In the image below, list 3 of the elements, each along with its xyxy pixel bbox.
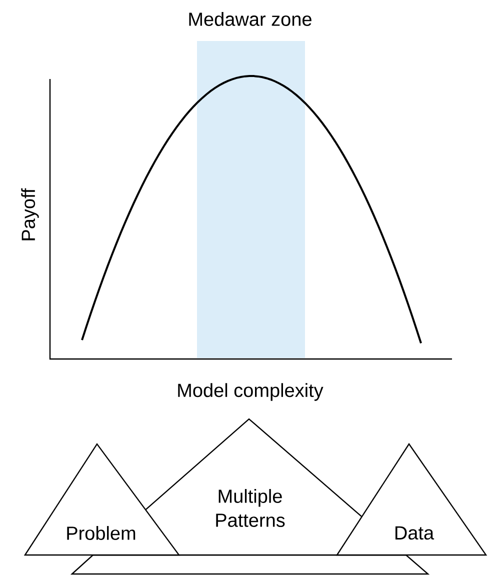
title: Medawar zone bbox=[189, 12, 312, 26]
axis-label: Model complexity bbox=[178, 383, 324, 401]
axis-label: Payoff bbox=[21, 188, 39, 240]
